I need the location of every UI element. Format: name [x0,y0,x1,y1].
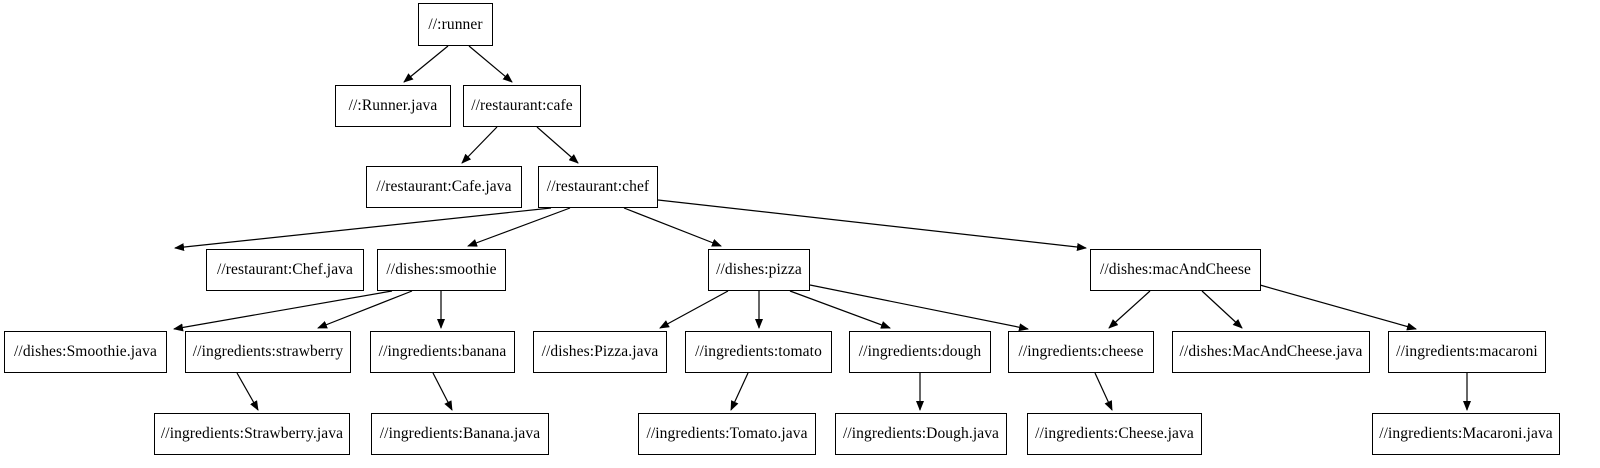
graph-edge-restaurant_chef-to-dishes_macandchee [657,199,1087,251]
graph-node-macaroni_java[interactable]: //ingredients:Macaroni.java [1372,413,1560,455]
graph-edge-restaurant_chef-to-chef_java [174,207,552,252]
graph-edge-ing_tomato-to-tomato_java [730,372,749,411]
graph-node-ing_dough[interactable]: //ingredients:dough [849,331,991,373]
graph-node-banana_java[interactable]: //ingredients:Banana.java [371,413,549,455]
graph-node-cafe_java[interactable]: //restaurant:Cafe.java [366,166,522,208]
graph-edge-dishes_macandchee-to-ing_cheese [1108,290,1151,329]
graph-edge-dishes_pizza-to-ing_cheese [809,284,1029,332]
graph-node-label: //ingredients:Dough.java [842,425,1000,443]
graph-node-label: //ingredients:Macaroni.java [1379,425,1553,443]
graph-node-label: //dishes:smoothie [386,261,497,279]
graph-edge-ing_strawberry-to-strawberry_java [236,372,259,411]
graph-node-dishes_smoothie[interactable]: //dishes:smoothie [377,249,506,291]
graph-node-pizza_java[interactable]: //dishes:Pizza.java [533,331,667,373]
graph-node-label: //dishes:pizza [716,261,802,279]
graph-node-label: //restaurant:cafe [471,97,573,115]
graph-node-label: //:runner [428,15,483,33]
graph-edge-dishes_macandchee-to-macandcheese_java [1201,290,1243,329]
graph-node-label: //dishes:macAndCheese [1099,261,1252,279]
graph-node-cheese_java[interactable]: //ingredients:Cheese.java [1027,413,1202,455]
graph-node-label: //ingredients:strawberry [192,343,344,361]
graph-node-label: //ingredients:Cheese.java [1035,425,1194,443]
graph-edge-dishes_smoothie-to-smoothie_java [173,290,393,332]
graph-node-label: //ingredients:dough [858,343,982,361]
graph-node-ing_banana[interactable]: //ingredients:banana [370,331,515,373]
graph-node-ing_strawberry[interactable]: //ingredients:strawberry [185,331,351,373]
graph-edge-ing_cheese-to-cheese_java [1094,372,1113,411]
graph-edge-ing_banana-to-banana_java [432,372,453,411]
graph-node-label: //dishes:Smoothie.java [14,343,157,361]
graph-node-label: //ingredients:tomato [695,343,822,361]
graph-node-strawberry_java[interactable]: //ingredients:Strawberry.java [154,413,350,455]
graph-edge-restaurant_chef-to-dishes_smoothie [467,207,571,247]
graph-node-runner_java[interactable]: //:Runner.java [335,85,451,127]
graph-node-runner[interactable]: //:runner [418,3,493,46]
graph-node-label: //dishes:MacAndCheese.java [1179,343,1363,361]
graph-edge-dishes_pizza-to-ing_dough [789,290,891,329]
graph-node-ing_cheese[interactable]: //ingredients:cheese [1008,331,1154,373]
graph-node-label: //ingredients:macaroni [1396,343,1538,361]
graph-node-dishes_macandchee[interactable]: //dishes:macAndCheese [1090,249,1261,291]
graph-node-label: //dishes:Pizza.java [541,343,659,361]
graph-node-ing_tomato[interactable]: //ingredients:tomato [685,331,832,373]
graph-node-tomato_java[interactable]: //ingredients:Tomato.java [638,413,816,455]
graph-node-chef_java[interactable]: //restaurant:Chef.java [206,249,364,291]
graph-node-smoothie_java[interactable]: //dishes:Smoothie.java [4,331,167,373]
graph-node-dough_java[interactable]: //ingredients:Dough.java [835,413,1007,455]
graph-node-restaurant_chef[interactable]: //restaurant:chef [538,166,658,208]
graph-edge-dishes_pizza-to-pizza_java [659,290,729,329]
graph-node-label: //:Runner.java [348,97,438,115]
graph-edge-dishes_smoothie-to-ing_strawberry [317,290,413,329]
graph-node-label: //restaurant:chef [546,178,650,196]
graph-node-label: //ingredients:cheese [1018,343,1144,361]
graph-node-label: //ingredients:banana [378,343,507,361]
graph-node-label: //ingredients:Tomato.java [646,425,808,443]
graph-node-label: //ingredients:Strawberry.java [160,425,344,443]
graph-node-ing_macaroni[interactable]: //ingredients:macaroni [1388,331,1546,373]
graph-node-label: //restaurant:Chef.java [216,261,354,279]
graph-edge-dishes_macandchee-to-ing_macaroni [1259,284,1417,331]
graph-edge-restaurant_cafe-to-cafe_java [461,126,498,164]
graph-node-label: //ingredients:Banana.java [379,425,541,443]
graph-node-macandcheese_java[interactable]: //dishes:MacAndCheese.java [1172,331,1370,373]
graph-node-restaurant_cafe[interactable]: //restaurant:cafe [463,85,581,127]
graph-edge-restaurant_chef-to-dishes_pizza [623,207,722,247]
graph-node-dishes_pizza[interactable]: //dishes:pizza [708,249,810,291]
graph-edge-runner-to-runner_java [403,45,449,83]
graph-edge-restaurant_cafe-to-restaurant_chef [536,126,579,164]
graph-node-label: //restaurant:Cafe.java [376,178,512,196]
graph-edge-runner-to-restaurant_cafe [468,45,513,83]
